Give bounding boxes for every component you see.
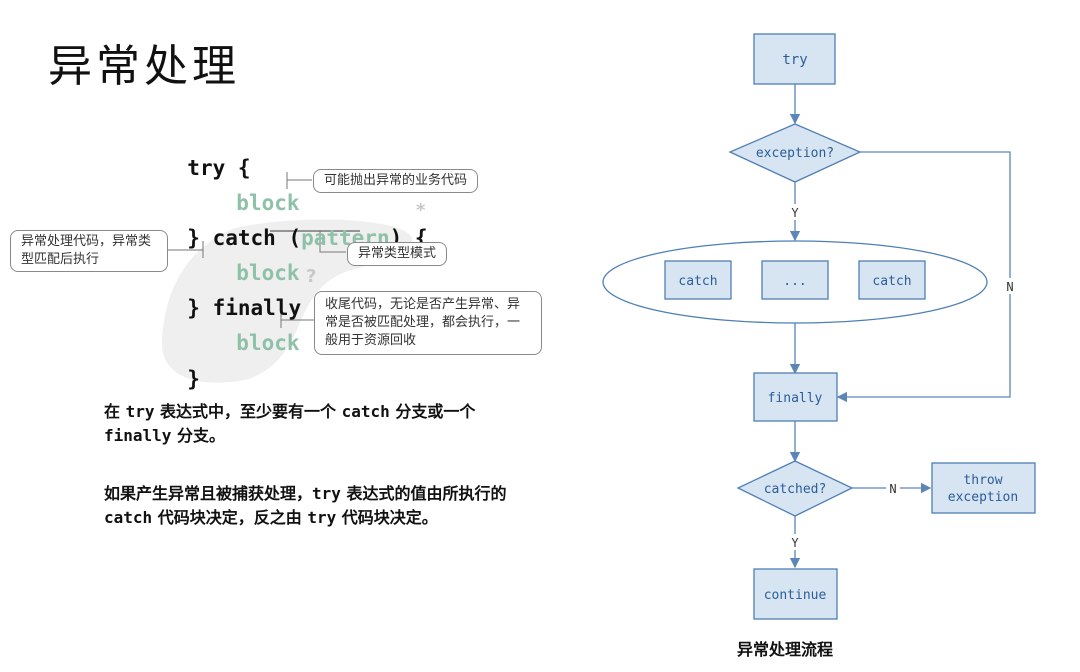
callout-pattern: 异常类型模式	[347, 242, 448, 266]
label-y-1: Y	[791, 206, 799, 220]
label-n-2: N	[889, 482, 896, 496]
para2-text-1: 如果产生异常且被捕获处理，	[104, 484, 313, 503]
code-block-3: block	[236, 331, 300, 355]
flowchart-caption: 异常处理流程	[737, 640, 834, 659]
star-marker: *	[416, 200, 426, 221]
node-continue-label: continue	[764, 588, 827, 603]
page-title: 异常处理	[48, 41, 240, 92]
para1-text-3: 分支或一个	[389, 402, 476, 421]
para1-code-finally: finally	[104, 426, 172, 445]
node-catched: catched?	[736, 460, 854, 517]
code-line-block-3: block	[211, 307, 300, 355]
para2-text-4: 代码块决定。	[336, 508, 438, 527]
node-catch-1: catch	[664, 260, 732, 300]
code-block-1: block	[236, 191, 300, 215]
callout-finally-code: 收尾代码，无论是否产生异常、异常是否被匹配处理，都会执行，一般用于资源回收	[314, 291, 542, 355]
flowchart: try exception? Y N catch ... catch final…	[602, 33, 1036, 620]
para2-text-2: 表达式的值由所执行的	[340, 484, 507, 503]
node-continue: continue	[753, 568, 838, 620]
para1-text-1: 在	[104, 402, 126, 421]
para1-code-catch: catch	[341, 402, 390, 421]
para2-text-3: 代码块决定，反之由	[152, 508, 308, 527]
para2-code-try-2: try	[307, 508, 337, 527]
paragraph-1: 在 try 表达式中，至少要有一个 catch 分支或一个 finally 分支…	[104, 400, 524, 448]
node-throw-exception: throw exception	[931, 462, 1036, 514]
code-close-brace: }	[187, 367, 200, 391]
para1-text-2: 表达式中，至少要有一个	[154, 402, 342, 421]
code-block-2: block	[236, 261, 300, 285]
para1-text-4: 分支。	[171, 426, 226, 445]
node-finally: finally	[753, 372, 838, 422]
callout-handler-code: 异常处理代码，异常类型匹配后执行	[10, 230, 168, 272]
node-catch-1-label: catch	[678, 274, 717, 289]
node-throw-label-1: throw	[963, 473, 1002, 488]
code-line-try: try {	[162, 132, 251, 180]
code-line-block-1: block	[211, 167, 300, 215]
node-catch-2: catch	[858, 260, 926, 300]
node-try: try	[753, 33, 836, 85]
para2-code-try: try	[312, 484, 341, 503]
code-catch-keyword: } catch (	[187, 226, 302, 250]
node-finally-label: finally	[768, 391, 823, 406]
question-marker: ?	[306, 266, 317, 287]
node-exception: exception?	[728, 123, 862, 183]
node-catch-2-label: catch	[872, 274, 911, 289]
code-line-block-2: block	[211, 237, 300, 285]
node-try-label: try	[782, 52, 807, 68]
paragraph-2: 如果产生异常且被捕获处理，try 表达式的值由所执行的 catch 代码块决定，…	[104, 482, 524, 530]
node-ellipsis-label: ...	[783, 274, 806, 289]
para2-code-catch: catch	[104, 508, 153, 527]
node-catched-label: catched?	[764, 482, 827, 497]
para1-code-try: try	[125, 402, 155, 421]
label-y-2: Y	[791, 536, 799, 550]
label-n-1: N	[1006, 280, 1013, 294]
code-try-keyword: try {	[187, 156, 251, 180]
callout-business-code: 可能抛出异常的业务代码	[313, 169, 479, 193]
node-catch-ellipsis: ...	[761, 260, 829, 300]
node-exception-label: exception?	[756, 146, 834, 161]
node-throw-label-2: exception	[948, 490, 1018, 505]
code-line-close: }	[162, 343, 200, 391]
